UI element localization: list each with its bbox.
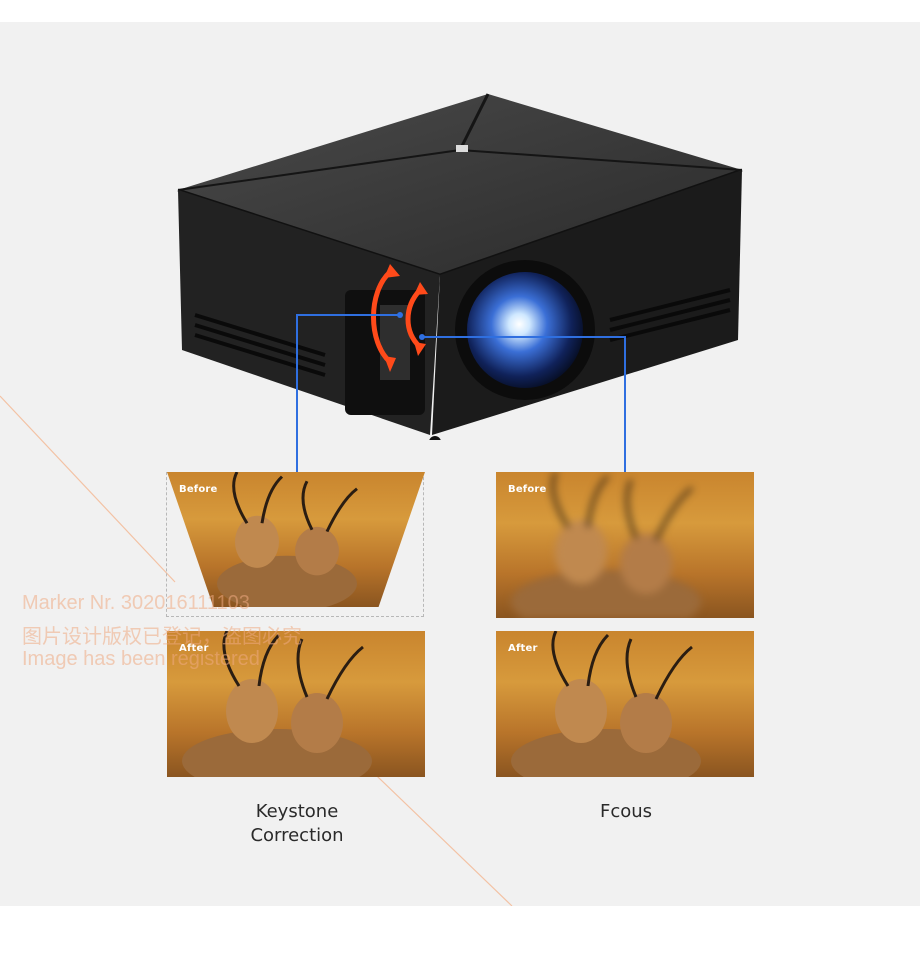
focus-caption: Fcous: [599, 801, 653, 822]
focus-before-image: Before: [496, 472, 754, 618]
keystone-after-tag: After: [179, 643, 209, 654]
projector-image: [177, 93, 743, 440]
watermark-line3: Image has been registered: [22, 648, 260, 670]
focus-before-tag: Before: [508, 484, 547, 495]
watermark-line2: 图片设计版权已登记，盗图必究: [22, 626, 302, 648]
keystone-caption-line2: Correction: [250, 825, 344, 846]
keystone-caption-line1: Keystone: [255, 801, 339, 822]
keystone-caption: Keystone Correction: [197, 800, 397, 848]
keystone-after-image: After: [167, 631, 425, 777]
focus-after-image: After: [496, 631, 754, 777]
keystone-before-image: Before: [167, 472, 425, 607]
focus-after-tag: After: [508, 643, 538, 654]
connector-lines: [296, 312, 626, 472]
watermark-line1: Marker Nr. 302016111103: [22, 592, 250, 614]
rotate-arrows-icon: [371, 264, 428, 372]
product-panel: Before After Before After Marker Nr: [0, 22, 920, 906]
keystone-before-tag: Before: [179, 484, 218, 495]
